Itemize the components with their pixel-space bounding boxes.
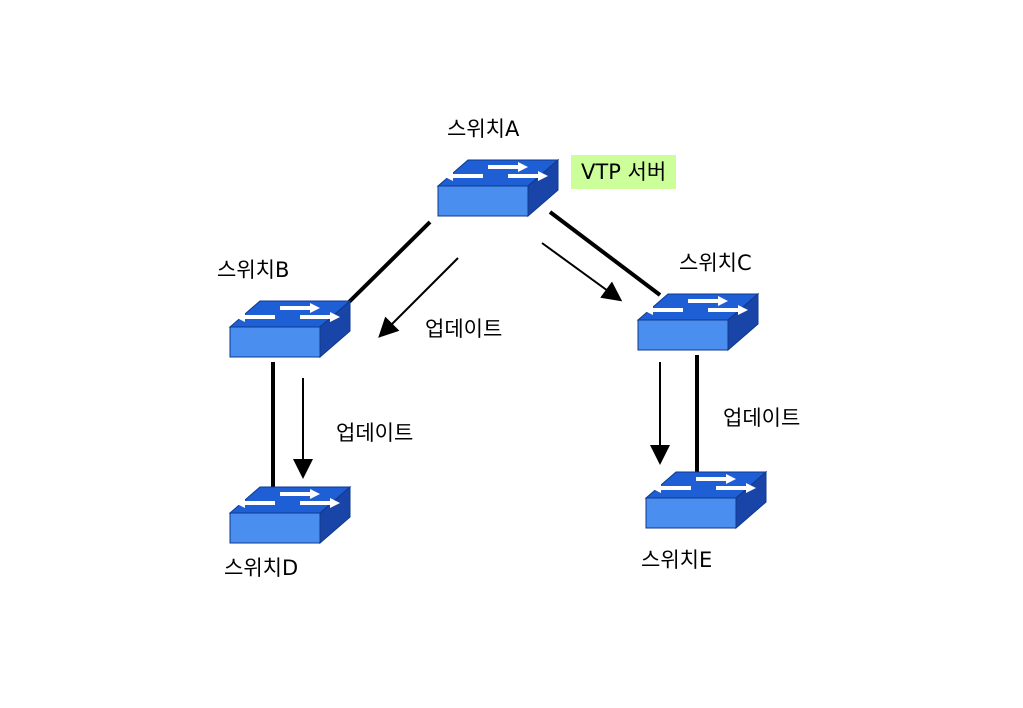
switch-b-icon xyxy=(229,300,351,358)
switch-e-label: 스위치E xyxy=(641,548,713,572)
switch-c-label: 스위치C xyxy=(679,251,752,275)
vtp-server-badge: VTP 서버 xyxy=(571,155,677,189)
switch-d-label: 스위치D xyxy=(224,556,299,580)
update-label-b-to-d: 업데이트 xyxy=(336,421,414,445)
switch-c-icon xyxy=(637,293,759,351)
switch-a-icon xyxy=(437,159,559,217)
switch-e-icon xyxy=(645,471,767,529)
update-arrow-a-to-b xyxy=(378,257,459,338)
link-a-b xyxy=(346,220,432,305)
update-label-c-to-e: 업데이트 xyxy=(723,406,801,430)
link-a-c xyxy=(548,210,662,297)
update-arrow-a-to-c xyxy=(541,242,623,302)
switch-d-icon xyxy=(229,486,351,544)
switch-b-label: 스위치B xyxy=(217,258,290,282)
update-label-a-to-b: 업데이트 xyxy=(425,317,503,341)
switch-a-label: 스위치A xyxy=(447,117,520,141)
